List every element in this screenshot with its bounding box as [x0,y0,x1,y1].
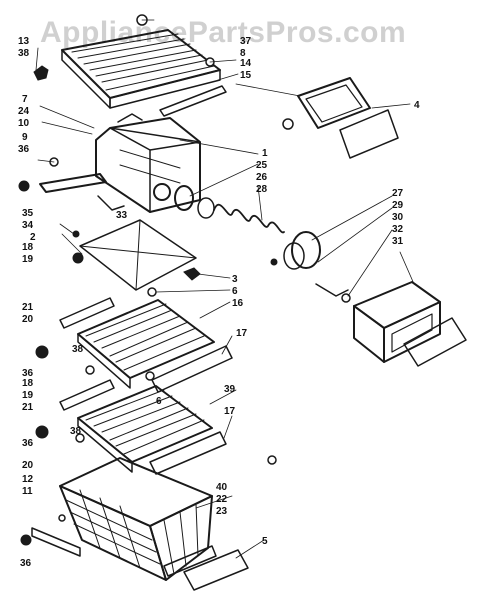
callout-23: 23 [216,506,228,517]
callout-9: 9 [22,132,28,143]
middle-shelf [35,297,233,393]
callout-36: 36 [22,368,34,379]
callout-36: 36 [22,438,34,449]
callout-7: 7 [22,94,28,105]
wire-basket [59,457,213,581]
lower-shelf [35,371,227,475]
callout-5: 5 [262,536,268,547]
callout-36: 36 [20,558,32,569]
top-shelf [61,29,221,109]
callout-19: 19 [22,390,34,401]
control-box [353,281,441,363]
callout-35: 35 [22,208,34,219]
callout-33: 33 [116,210,128,221]
leader-lines [35,19,415,559]
hinge-bracket [18,157,125,211]
callout-21: 21 [22,302,34,313]
callout-38: 38 [70,426,82,437]
callout-30: 30 [392,212,404,223]
callout-34: 34 [22,220,34,231]
callout-3: 3 [232,274,238,285]
callout-4: 4 [414,100,420,111]
callout-19: 19 [22,254,34,265]
coil-spring [213,203,285,234]
callout-12: 12 [22,474,34,485]
callout-26: 26 [256,172,268,183]
callout-38: 38 [72,344,84,355]
control-panel-cover [403,317,467,367]
callout-39: 39 [224,384,236,395]
callout-11: 11 [22,486,33,497]
fan-housing [270,231,351,303]
callout-31: 31 [392,236,404,247]
callout-29: 29 [392,200,404,211]
callout-32: 32 [392,224,404,235]
crisper-door-frame [282,77,399,159]
shelf-trim-bar [159,85,227,117]
housing [95,113,201,213]
basket-front-panel [183,455,277,591]
callout-2: 2 [30,232,36,243]
callout-36: 36 [18,144,30,155]
callout-22: 22 [216,494,228,505]
callout-6: 6 [232,286,238,297]
callout-28: 28 [256,184,268,195]
callout-13: 13 [18,36,30,47]
callout-18: 18 [22,378,34,389]
callout-20: 20 [22,460,34,471]
callout-1: 1 [262,148,268,159]
callout-25: 25 [256,160,268,171]
basket-slide-rail [20,514,217,577]
callout-37: 37 [240,36,252,47]
callout-27: 27 [392,188,404,199]
callout-18: 18 [22,242,34,253]
callout-24: 24 [18,106,30,117]
shelf-clip-left [33,65,49,81]
callout-17: 17 [236,328,248,339]
callout-6: 6 [156,396,162,407]
callout-8: 8 [240,48,246,59]
callout-38: 38 [18,48,30,59]
callout-10: 10 [18,118,30,129]
callout-20: 20 [22,314,34,325]
divider-plate [72,219,201,297]
callout-40: 40 [216,482,228,493]
callout-14: 14 [240,58,252,69]
callout-numbers: 13 38 37 8 14 15 4 7 24 10 9 36 1 25 26 … [18,36,420,569]
callout-17: 17 [224,406,236,417]
callout-21: 21 [22,402,34,413]
callout-15: 15 [240,70,252,81]
callout-16: 16 [232,298,244,309]
